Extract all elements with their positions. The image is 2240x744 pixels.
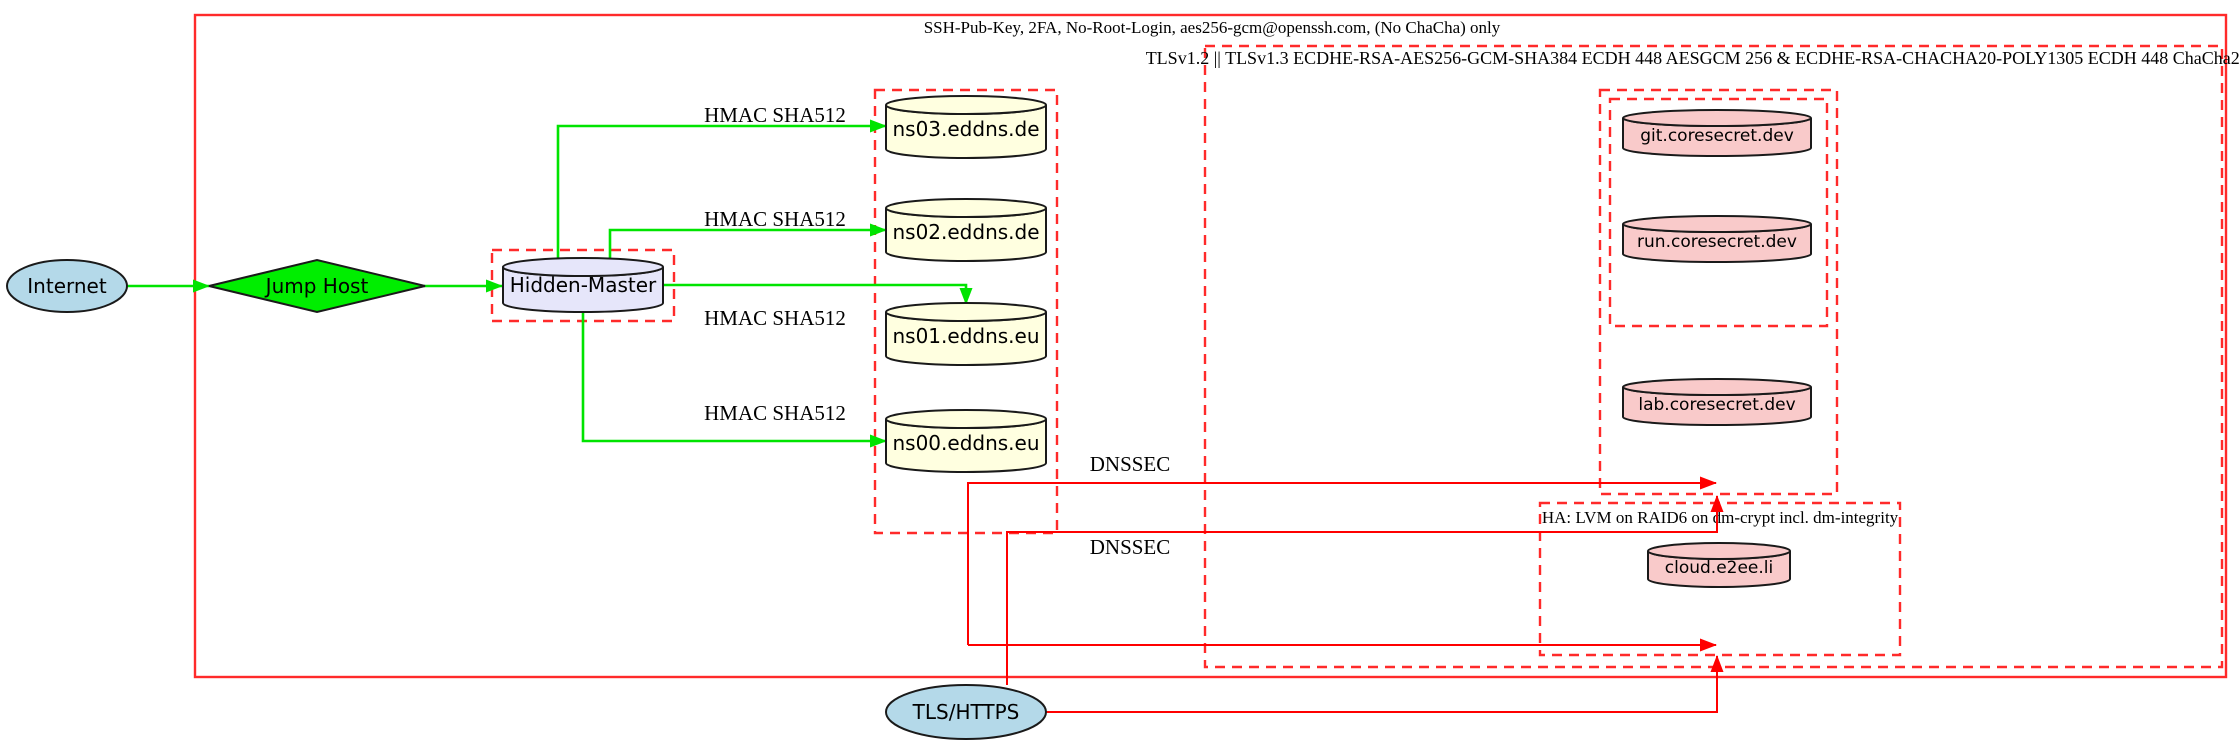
node-internet [6, 259, 128, 313]
edge-label-dnssec-1: DNSSEC [1090, 452, 1171, 476]
node-ns00-top [885, 409, 1047, 429]
edge-hiddenmaster-to-ns03 [556, 119, 887, 258]
node-hidden-master-top [502, 257, 664, 277]
edge-hiddenmaster-to-ns01 [663, 283, 973, 305]
edge-dnssec-to-coresecret [967, 476, 1717, 645]
cluster-tls-label: TLSv1.2 || TLSv1.3 ECDHE-RSA-AES256-GCM-… [1146, 48, 2240, 68]
edge-label-hmac-ns01: HMAC SHA512 [704, 306, 846, 330]
node-git-label: git.coresecret.dev [1640, 126, 1794, 146]
node-ns01-top [885, 302, 1047, 322]
node-ns02-label: ns02.eddns.de [892, 220, 1039, 244]
node-jump-host-label: Jump Host [264, 274, 369, 298]
node-jump-host [208, 258, 426, 314]
node-internet-label: Internet [27, 274, 107, 298]
node-cloud-top [1647, 542, 1791, 560]
node-tls-https-label: TLS/HTTPS [912, 700, 1020, 724]
node-run-top [1622, 215, 1812, 233]
edge-label-hmac-ns02: HMAC SHA512 [704, 207, 846, 231]
node-git-top [1622, 109, 1812, 127]
edge-tls-to-ha [1046, 655, 1724, 713]
node-lab-label: lab.coresecret.dev [1638, 395, 1795, 415]
node-tls-https [885, 684, 1047, 740]
cluster-ssh-label: SSH-Pub-Key, 2FA, No-Root-Login, aes256-… [924, 18, 1501, 37]
cluster-nameservers-box [873, 88, 1059, 535]
node-ns03-top [885, 95, 1047, 115]
node-ns01-label: ns01.eddns.eu [892, 324, 1039, 348]
cluster-coresecret-outer-box [1598, 88, 1839, 496]
edge-hiddenmaster-to-ns02 [608, 223, 887, 258]
node-run-label: run.coresecret.dev [1637, 232, 1797, 252]
edge-tls-to-coresecret [1006, 495, 1724, 685]
edge-label-hmac-ns03: HMAC SHA512 [704, 103, 846, 127]
cluster-ha-label: HA: LVM on RAID6 on dm-crypt incl. dm-in… [1542, 508, 1899, 527]
cluster-coresecret-inner-box [1608, 97, 1829, 328]
edge-hiddenmaster-to-ns00 [581, 312, 887, 448]
node-ns00-label: ns00.eddns.eu [892, 431, 1039, 455]
node-hidden-master-label: Hidden-Master [510, 273, 657, 297]
edge-label-hmac-ns00: HMAC SHA512 [704, 401, 846, 425]
node-lab-top [1622, 378, 1812, 396]
node-cloud-label: cloud.e2ee.li [1665, 558, 1773, 578]
edge-label-dnssec-2: DNSSEC [1090, 535, 1171, 559]
cluster-ssh-box [193, 13, 2228, 679]
node-ns03-label: ns03.eddns.de [892, 117, 1039, 141]
node-ns02-top [885, 198, 1047, 218]
